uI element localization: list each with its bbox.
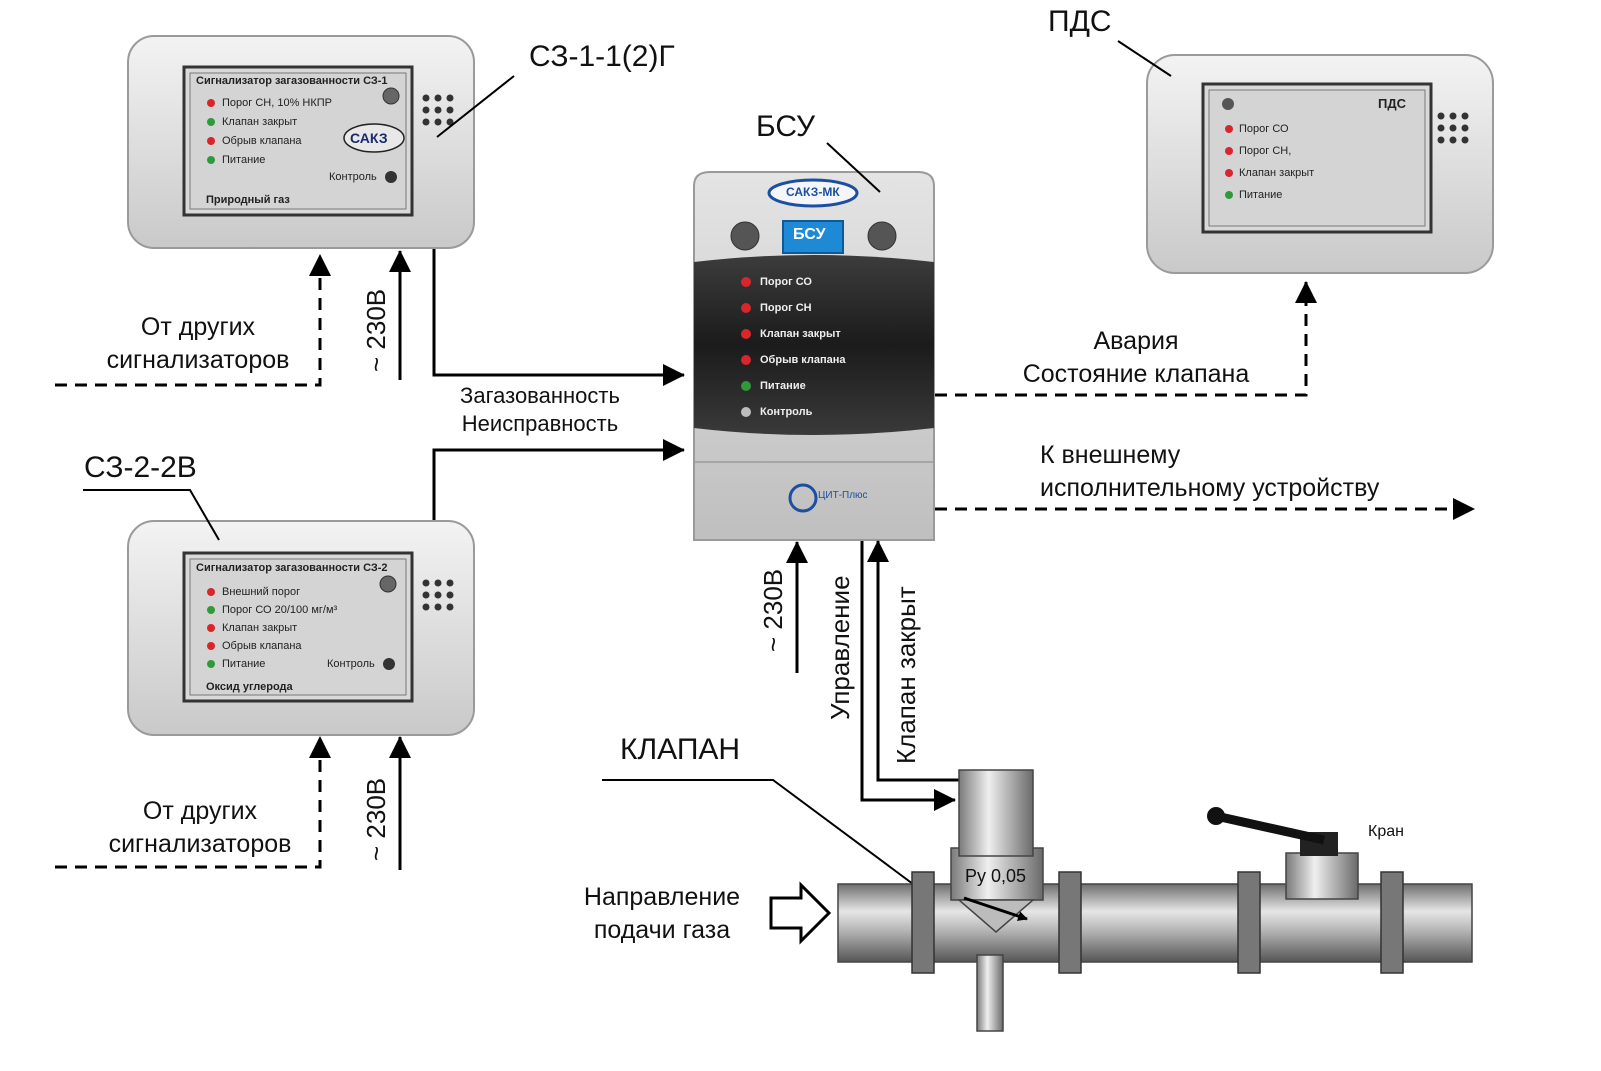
sz1-arrows xyxy=(55,249,685,387)
gas-direction-arrow xyxy=(769,881,832,945)
bsu-tag: БСУ xyxy=(756,110,816,143)
sz2-indicator: Обрыв клапана xyxy=(222,640,302,652)
pds-leds xyxy=(1225,125,1233,199)
pipeline xyxy=(769,769,1473,1032)
sz1-indicator: Питание xyxy=(222,154,266,166)
bsu-logo: САКЗ-МК xyxy=(786,185,840,199)
sz1-indicator: Клапан закрыт xyxy=(222,116,298,128)
sz2-indicator: Питание xyxy=(222,658,266,670)
sz2-indicator: Клапан закрыт xyxy=(222,622,298,634)
sz2-indicator: Внешний порог xyxy=(222,586,301,598)
sz2-title: Сигнализатор загазованности СЗ-2 xyxy=(196,562,388,574)
voltage-label-3: ~ 230В xyxy=(758,568,788,652)
sz2-arrows xyxy=(55,439,685,870)
pds-device xyxy=(1146,54,1494,274)
voltage-label-1: ~ 230В xyxy=(361,288,391,372)
control-label: Управление xyxy=(825,575,855,720)
sz1-tag: СЗ-1-1(2)Г xyxy=(529,40,675,73)
bsu-arrows xyxy=(786,281,1475,811)
pds-indicator: Порог СО xyxy=(1239,123,1289,135)
tap-body xyxy=(1207,807,1359,900)
sz1-title: Сигнализатор загазованности СЗ-1 xyxy=(196,75,388,87)
bsu-badge: БСУ xyxy=(793,226,826,243)
bsu-maker: ЦИТ-Плюс xyxy=(818,490,868,501)
sz1-logo: САКЗ xyxy=(350,130,388,146)
bsu-indicator: Обрыв клапана xyxy=(760,354,846,366)
voltage-label-2: ~ 230В xyxy=(361,777,391,861)
sz2-footer: Оксид углерода xyxy=(206,681,293,693)
pds-title: ПДС xyxy=(1378,96,1406,111)
valve-label: КЛАПАН xyxy=(620,733,741,766)
sz2-leds xyxy=(207,588,215,668)
sz1-footer: Природный газ xyxy=(206,194,290,206)
bsu-indicator: Контроль xyxy=(760,406,813,418)
pressure-label: Ру 0,05 xyxy=(965,866,1027,886)
bsu-leds xyxy=(741,277,751,417)
flanges xyxy=(911,871,1404,974)
bsu-device xyxy=(693,171,935,541)
bsu-indicator: Порог СН xyxy=(760,302,812,314)
sz2-tag: СЗ-2-2В xyxy=(84,451,197,484)
sz2-control-label: Контроль xyxy=(327,658,375,670)
sz2-device xyxy=(127,520,475,736)
sz1-indicator: Обрыв клапана xyxy=(222,135,302,147)
valve-closed-label: Клапан закрыт xyxy=(891,586,921,764)
bsu-indicator: Клапан закрыт xyxy=(760,328,841,340)
bsu-indicator: Порог СО xyxy=(760,276,812,288)
pds-indicator: Порог СН, xyxy=(1239,145,1292,157)
callout-lines xyxy=(83,40,1172,914)
pds-indicator: Клапан закрыт xyxy=(1239,167,1315,179)
bsu-indicator: Питание xyxy=(760,380,806,392)
sz1-control-label: Контроль xyxy=(329,171,377,183)
sz1-indicator: Порог СН, 10% НКПР xyxy=(222,97,332,109)
valve-body xyxy=(950,769,1044,933)
sz1-speaker-grille xyxy=(422,94,454,126)
sz1-device xyxy=(127,35,475,249)
pds-tag: ПДС xyxy=(1048,5,1112,38)
sz1-leds xyxy=(207,99,215,164)
tap-label: Кран xyxy=(1368,823,1404,840)
sz2-indicator: Порог СО 20/100 мг/м³ xyxy=(222,604,338,616)
pds-indicator: Питание xyxy=(1239,189,1283,201)
